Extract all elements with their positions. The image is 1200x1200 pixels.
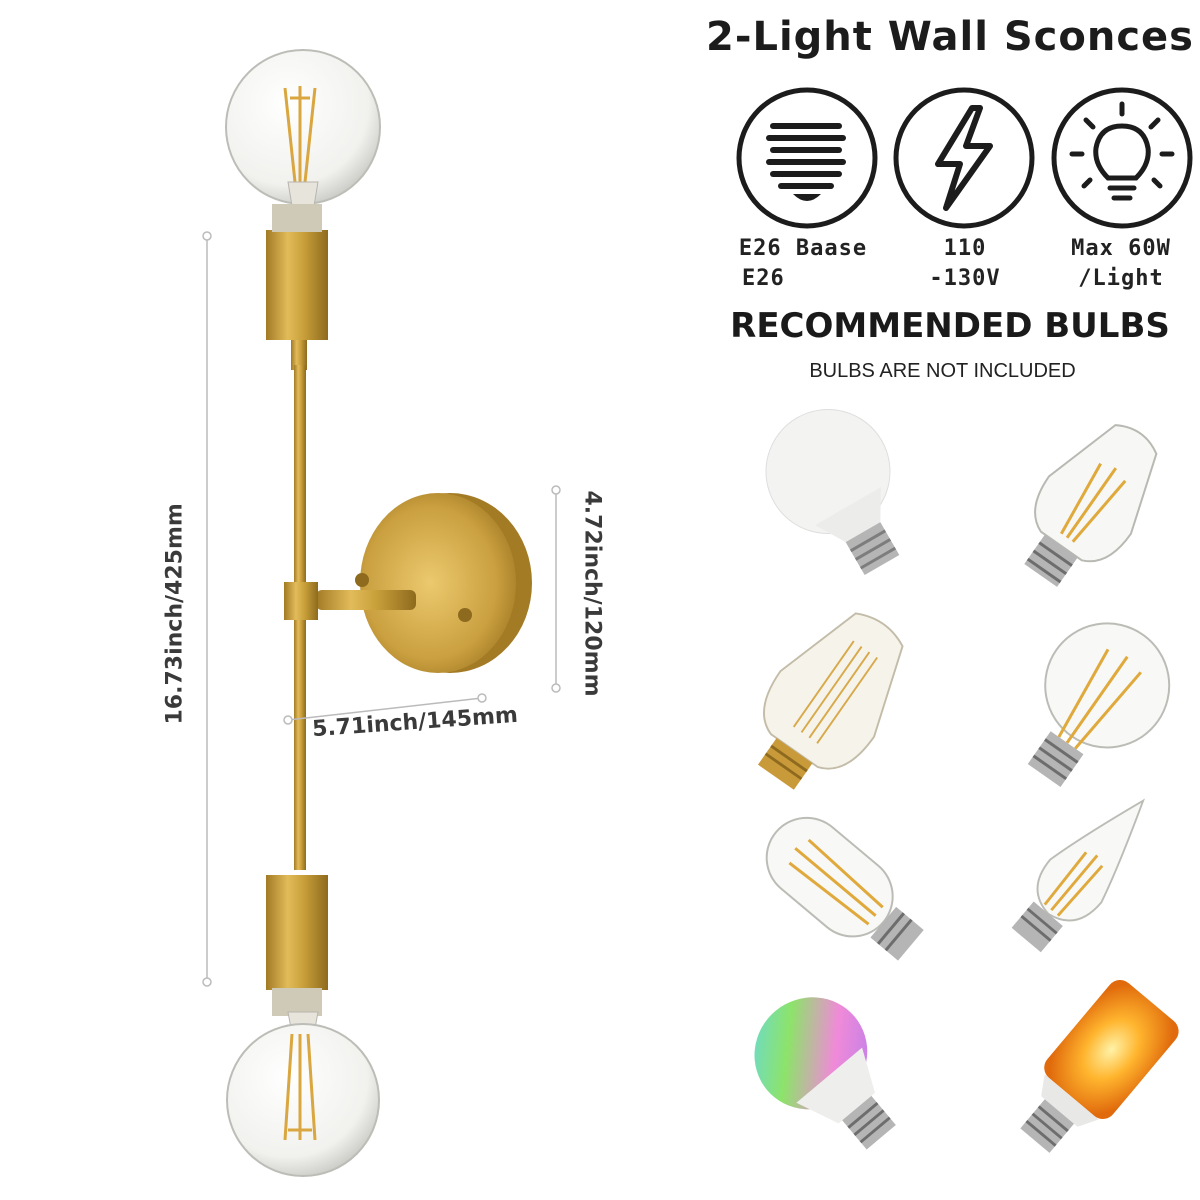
- bulbs-not-included-note: BULBS ARE NOT INCLUDED: [809, 360, 1076, 382]
- light-bulb-icon: [1051, 87, 1193, 229]
- candle-flame-tip-bulb-icon: [1011, 798, 1145, 953]
- page-title: 2-Light Wall Sconces: [706, 14, 1194, 60]
- flame-effect-bulb-icon: [1020, 979, 1179, 1153]
- top-globe-bulb: [225, 49, 381, 207]
- arm: [316, 590, 416, 610]
- t45-tube-filament-bulb-icon: [765, 816, 924, 961]
- recommended-bulbs-title: RECOMMENDED BULBS: [730, 306, 1170, 346]
- st64-filament-bulb-icon: [1024, 424, 1158, 587]
- wall-plate: [355, 493, 532, 673]
- screw-base-icon: [736, 87, 878, 229]
- feature-wattage-label: Max 60W /Light: [1036, 234, 1200, 294]
- dimension-lines: [202, 231, 561, 987]
- bottom-globe-bulb: [226, 1011, 380, 1177]
- feature-voltage-line1: 110: [943, 236, 987, 261]
- feature-base-label: E26 Baase E26: [718, 234, 888, 294]
- feature-voltage-line2: -130V: [929, 266, 1001, 291]
- feature-voltage-label: 110 -130V: [880, 234, 1050, 294]
- edison-squirrel-cage-bulb-icon: [757, 612, 904, 790]
- wall-sconce-product-image: [202, 49, 561, 1177]
- height-dimension-label: 16.73inch/425mm: [162, 503, 188, 725]
- bottom-socket: [266, 875, 328, 990]
- plate-dimension-label: 4.72inch/120mm: [579, 490, 605, 697]
- feature-base-line1: E26 Baase: [738, 236, 868, 261]
- feature-wattage-line2: /Light: [1078, 266, 1164, 291]
- white-a19-bulb-icon: [765, 409, 900, 576]
- lightning-bolt-icon: [893, 87, 1035, 229]
- top-socket-neck: [272, 204, 322, 232]
- feature-wattage-line1: Max 60W: [1071, 236, 1171, 261]
- cube-connector: [284, 582, 318, 620]
- rgb-smart-bulb-icon: [754, 997, 896, 1150]
- top-socket: [266, 230, 328, 340]
- feature-base-line2: E26: [742, 266, 785, 291]
- a19-filament-bulb-icon: [1027, 622, 1171, 788]
